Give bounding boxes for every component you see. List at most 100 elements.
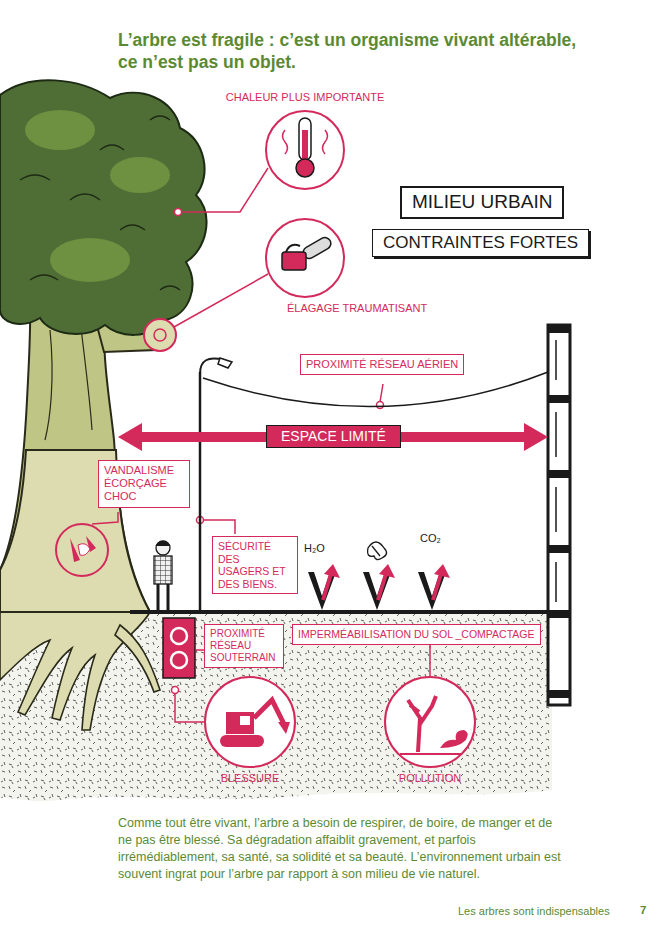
building (555, 340, 557, 602)
excavator-icon (254, 700, 284, 724)
excavator-icon (205, 677, 295, 767)
tree-canopy (50, 238, 130, 282)
tree-trunk (0, 300, 156, 612)
building (548, 325, 570, 333)
gas-label: H₂O (304, 542, 325, 554)
icon-circle: ÉLAGAGE TRAUMATISANT (265, 218, 345, 298)
label-box: IMPERMÉABILISATION DU SOL _COMPACTAGE (292, 624, 541, 645)
exchange-arrows (418, 572, 446, 610)
tree-roots (0, 612, 150, 730)
pavement (130, 612, 556, 613)
exchange-arrows (363, 572, 391, 610)
icon-circle: CHALEUR PLUS IMPORTANTE (265, 110, 345, 190)
label-box: CONTRAINTES FORTES (372, 229, 589, 257)
icon-circle: POLLUTION (384, 676, 476, 768)
excavator-icon (240, 716, 250, 725)
thermometer-icon (296, 159, 314, 177)
thermometer-icon (266, 111, 344, 189)
space-band: ESPACE LIMITÉ (266, 425, 401, 448)
building (548, 690, 570, 698)
label-box: SÉCURITÉ DES USAGERS ET DES BIENS. (212, 536, 298, 594)
leader-dot (172, 209, 384, 694)
tree-canopy (0, 80, 206, 335)
circle-heading: CHALEUR PLUS IMPORTANTE (226, 91, 385, 103)
bark-damage (56, 524, 108, 576)
box-text: PROXIMITÉ RÉSEAU AÉRIEN (306, 358, 458, 371)
circle-outline (266, 111, 344, 189)
underground-pipe (163, 618, 195, 678)
leader-line (175, 692, 204, 722)
overhead-cable (203, 372, 548, 407)
pruning-wound (144, 319, 176, 351)
circle-outline (266, 219, 344, 297)
box-text: CONTRAINTES FORTES (383, 233, 578, 253)
double-arrow (118, 423, 548, 451)
leader-line (200, 520, 235, 534)
circle-outline (385, 677, 475, 767)
exchange-arrows (323, 574, 331, 600)
icon-circle: BLESSURE (204, 676, 296, 768)
tree-canopy (25, 110, 95, 150)
leader-line (92, 512, 118, 524)
person (156, 541, 170, 555)
pruning-wound (154, 329, 166, 341)
page-number: 7 (640, 904, 646, 916)
exchange-arrows (324, 564, 340, 578)
double-arrow (118, 423, 142, 451)
tree-roots (0, 612, 160, 730)
excavator-icon (220, 735, 264, 747)
leaf-icon (368, 542, 387, 560)
caption: Comme tout être vivant, l’arbre a besoin… (118, 815, 566, 883)
pollution-icon (408, 696, 436, 752)
bark-damage (70, 536, 96, 562)
circle-outline (205, 677, 295, 767)
exchange-arrows (433, 574, 441, 600)
box-text: PROXIMITÉ RÉSEAU SOUTERRAIN (210, 628, 278, 664)
leaf-icon (372, 546, 380, 556)
pollution-icon (385, 677, 475, 767)
box-text: IMPERMÉABILISATION DU SOL _COMPACTAGE (298, 628, 535, 641)
leaf-icon (368, 542, 387, 560)
pollution-icon (385, 677, 475, 767)
person (158, 584, 168, 610)
underground-pipe (163, 618, 195, 678)
pavement (130, 610, 556, 614)
chainsaw-icon (266, 219, 344, 297)
label-box: PROXIMITÉ RÉSEAU SOUTERRAIN (204, 624, 284, 668)
pollution-icon (400, 753, 462, 755)
double-arrow (524, 423, 548, 451)
street-lamp (199, 372, 202, 612)
exchange-arrows (308, 564, 450, 610)
bark-damage (56, 524, 108, 576)
pollution-icon (440, 730, 468, 748)
circle-heading: BLESSURE (221, 772, 280, 784)
exchange-arrows (434, 564, 450, 578)
building (548, 470, 570, 478)
exchange-arrows (378, 574, 386, 600)
circle-outline (204, 676, 296, 768)
excavator-icon (226, 712, 254, 734)
leader-line (178, 168, 268, 212)
building (548, 395, 570, 403)
leader-dot (175, 209, 182, 216)
footer-text: Les arbres sont indispensables (458, 905, 610, 917)
circle-outline (265, 110, 345, 190)
person (154, 556, 172, 584)
leader-line (380, 384, 383, 402)
exchange-arrows (324, 564, 450, 578)
underground-pipe (171, 628, 187, 644)
circle-outline (384, 676, 476, 768)
exchange-arrows (308, 572, 336, 610)
excavator-icon (205, 677, 295, 767)
chainsaw-icon (286, 245, 300, 252)
chainsaw-icon (282, 252, 306, 270)
page-title: L’arbre est fragile : c’est un organisme… (118, 30, 588, 74)
box-text: SÉCURITÉ DES USAGERS ET DES BIENS. (218, 540, 292, 590)
excavator-icon (278, 722, 290, 734)
label-box: PROXIMITÉ RÉSEAU AÉRIEN (300, 354, 464, 375)
box-text: VANDALISME ÉCORÇAGE CHOC (104, 464, 184, 504)
chainsaw-icon (266, 219, 344, 297)
person (154, 541, 172, 610)
